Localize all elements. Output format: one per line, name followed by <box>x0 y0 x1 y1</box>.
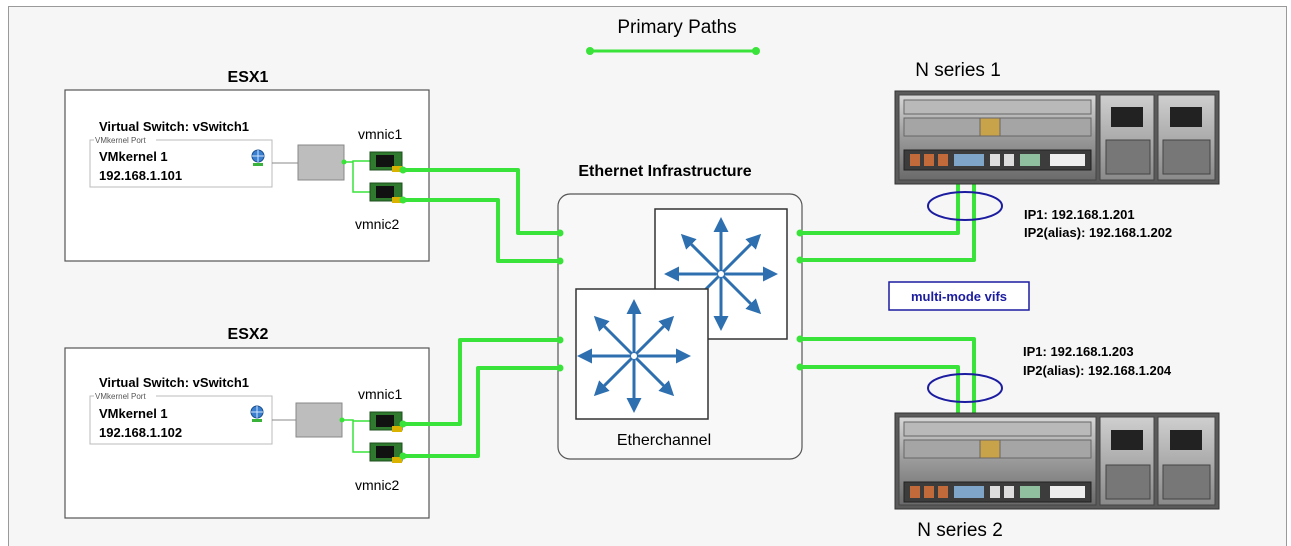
esx2-port-caption: VMkernel Port <box>95 392 146 401</box>
legend-label: Primary Paths <box>617 17 736 38</box>
vif-ellipse-2 <box>927 373 1003 403</box>
nseries2-title: N series 2 <box>917 520 1003 541</box>
nseries2-ip1: IP1: 192.168.1.203 <box>1023 344 1134 359</box>
esx1-title: ESX1 <box>228 69 269 86</box>
path-esx1-vmnic1 <box>400 168 562 235</box>
esx1-vmnic1-icon <box>369 151 403 172</box>
path-switch-nseries1-b <box>798 161 976 262</box>
globe-icon <box>250 405 264 422</box>
path-esx1-vmnic2 <box>400 198 562 263</box>
nseries1-ip1: IP1: 192.168.1.201 <box>1024 207 1135 222</box>
esx1-vmkernel-label: VMkernel 1 <box>99 149 168 164</box>
nseries1-storage: N series 1 <box>894 60 1220 185</box>
esx2-vmkernel-port <box>89 395 273 445</box>
legend-dot-right <box>752 47 760 55</box>
esx1-vswitch-label: Virtual Switch: vSwitch1 <box>99 119 249 134</box>
host-paths <box>399 166 564 460</box>
legend-dot-left <box>586 47 594 55</box>
esx1-vmkernel-port <box>89 139 273 188</box>
legend: Primary Paths <box>586 17 760 55</box>
esx2-vmnic2-icon <box>369 442 403 463</box>
esx1-vmnic2-icon <box>369 182 403 203</box>
esx2-vmnic1-icon <box>369 411 403 432</box>
path-switch-nseries1-a <box>798 161 960 235</box>
esx2-vmkernel-label: VMkernel 1 <box>99 406 168 421</box>
esx2-host: ESX2 Virtual Switch: vSwitch1 VMkernel P… <box>64 326 430 519</box>
esx1-host: ESX1 Virtual Switch: vSwitch1 VMkernel P… <box>64 69 430 262</box>
ethernet-infrastructure: Ethernet Infrastructure <box>557 163 803 460</box>
esx1-vswitch-box <box>297 144 345 181</box>
path-esx2-vmnic2 <box>400 366 562 458</box>
esx1-vmnic2-label: vmnic2 <box>355 216 400 232</box>
vif-label-box: multi-mode vifs <box>888 281 1030 311</box>
esx2-title: ESX2 <box>228 326 269 343</box>
esx2-vmnic1-label: vmnic1 <box>358 386 403 402</box>
vif-ellipse-1 <box>927 191 1003 221</box>
etherchannel-label: Etherchannel <box>617 432 711 449</box>
esx2-vswitch-label: Virtual Switch: vSwitch1 <box>99 375 249 390</box>
infrastructure-title: Ethernet Infrastructure <box>578 163 751 180</box>
path-esx2-vmnic1 <box>400 338 562 426</box>
nseries1-ip2: IP2(alias): 192.168.1.202 <box>1024 225 1172 240</box>
nseries2-ip2: IP2(alias): 192.168.1.204 <box>1023 363 1172 378</box>
nseries1-title: N series 1 <box>915 60 1001 81</box>
esx2-ip: 192.168.1.102 <box>99 425 182 440</box>
esx2-vswitch-box <box>295 402 343 438</box>
vif-label: multi-mode vifs <box>911 289 1007 304</box>
esx2-vmnic2-label: vmnic2 <box>355 477 400 493</box>
globe-icon <box>251 149 265 166</box>
switch-icon-front <box>575 288 709 420</box>
esx1-port-caption: VMkernel Port <box>95 136 146 145</box>
nseries2-storage: N series 2 <box>894 412 1220 541</box>
esx1-vmnic1-label: vmnic1 <box>358 126 403 142</box>
esx1-ip: 192.168.1.101 <box>99 168 182 183</box>
